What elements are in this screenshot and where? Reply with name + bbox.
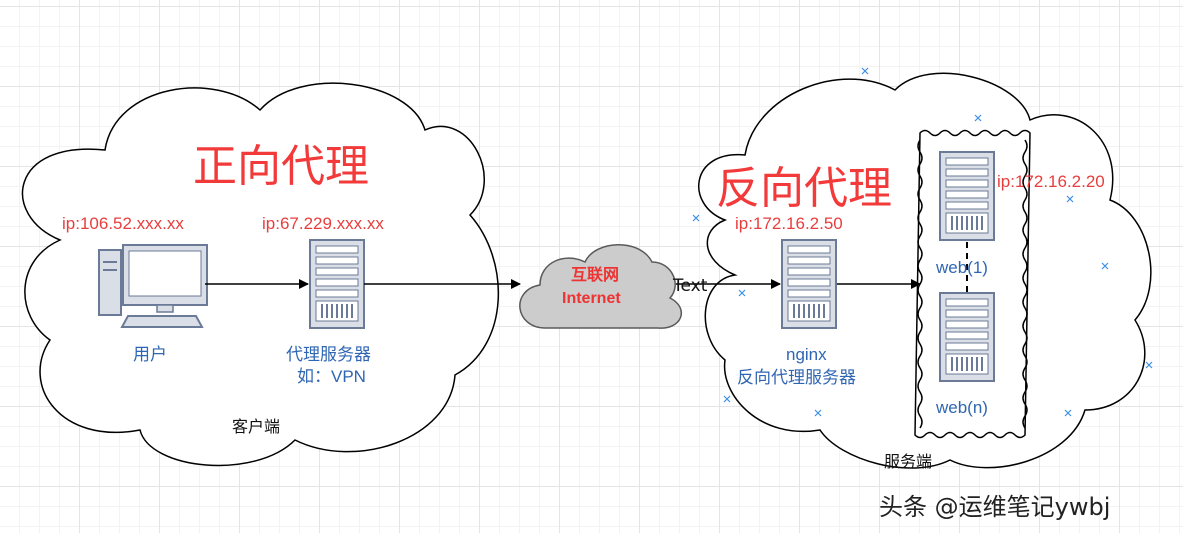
forward-proxy-title: 正向代理 — [193, 141, 369, 192]
client-region-label: 客户端 — [232, 417, 281, 436]
internet-cloud — [519, 244, 682, 329]
internet-label-en: Internet — [562, 290, 621, 307]
nginx-server-icon — [781, 239, 837, 329]
user-label: 用户 — [133, 345, 167, 364]
proxy-server-icon — [309, 239, 365, 329]
internet-label-cn: 互联网 — [571, 267, 620, 284]
watermark: 头条 @运维笔记ywbj — [879, 493, 1111, 521]
web1-server-icon — [939, 151, 995, 241]
selection-handles — [692, 67, 1153, 417]
client-cloud — [21, 82, 500, 467]
webn-server-icon — [939, 292, 995, 382]
nginx-label-line2: 反向代理服务器 — [737, 368, 856, 387]
web1-label: web(1) — [936, 258, 988, 277]
webn-label: web(n) — [936, 398, 988, 417]
reverse-proxy-title: 反向代理 — [716, 163, 892, 214]
edge-text-label: Text — [673, 276, 708, 296]
user-ip-label: ip:106.52.xxx.xx — [62, 214, 184, 233]
computer-icon — [98, 244, 208, 328]
server-region-label: 服务端 — [884, 452, 933, 471]
nginx-label-line1: nginx — [786, 345, 827, 364]
proxy-label-line1: 代理服务器 — [286, 345, 371, 364]
proxy-ip-label: ip:67.229.xxx.xx — [262, 214, 384, 233]
web-ip-label: ip:172.16.2.20 — [997, 172, 1105, 191]
nginx-ip-label: ip:172.16.2.50 — [735, 214, 843, 233]
proxy-label-line2: 如：VPN — [297, 367, 366, 386]
